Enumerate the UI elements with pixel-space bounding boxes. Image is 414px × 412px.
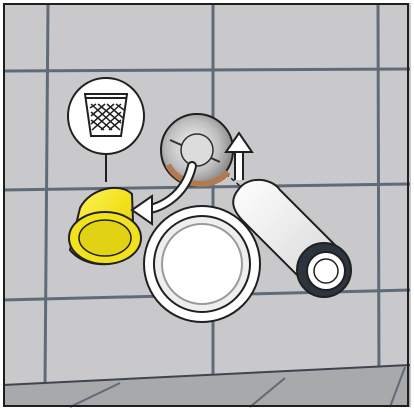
wall-drain-fitting bbox=[161, 114, 233, 186]
white-cover-ring bbox=[144, 206, 260, 322]
waste-bin-icon bbox=[85, 94, 127, 136]
tiled-wall bbox=[3, 3, 411, 407]
